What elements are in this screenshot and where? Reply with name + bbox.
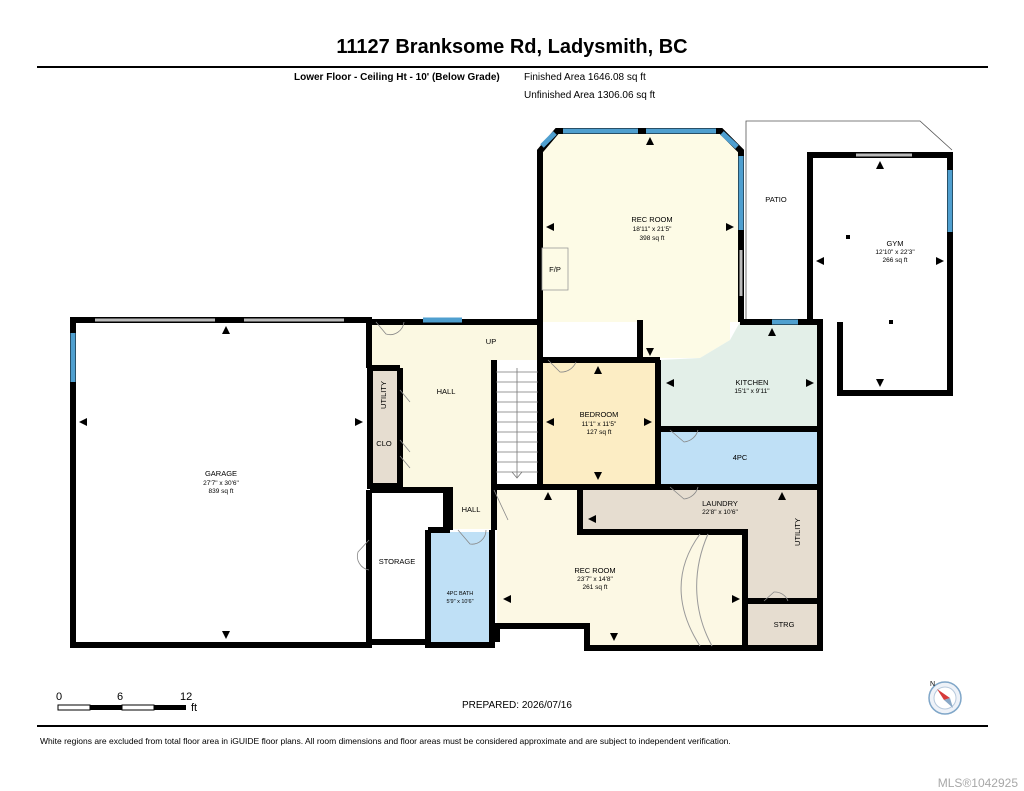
footer-note: White regions are excluded from total fl… xyxy=(40,736,731,746)
bath-dim: 5'9" x 10'6" xyxy=(446,599,473,605)
garage-dim: 27'7" x 30'6" xyxy=(203,480,239,487)
scale-bar xyxy=(57,704,186,711)
laundry-dim: 22'8" x 10'6" xyxy=(702,509,738,516)
kitchen-name: KITCHEN xyxy=(736,378,769,387)
scale-tick-6: 6 xyxy=(117,691,124,703)
kitchen-dim: 15'1" x 9'11" xyxy=(734,388,770,395)
unfinished-area: Unfinished Area 1306.06 sq ft xyxy=(524,90,656,101)
patio-label: PATIO xyxy=(765,195,787,204)
gym-dim: 12'10" x 22'3" xyxy=(875,249,915,256)
curved-stair xyxy=(680,533,713,647)
storage-label: STORAGE xyxy=(379,557,416,566)
strg-fill xyxy=(747,602,820,646)
utility-left-label: UTILITY xyxy=(379,381,388,409)
fp-label: F/P xyxy=(549,265,561,274)
scale-tick-12: 12 xyxy=(180,691,193,703)
garage-name: GARAGE xyxy=(205,469,237,478)
storage-fill xyxy=(371,490,427,640)
windows xyxy=(70,128,953,382)
gym-marker-2 xyxy=(889,320,893,324)
gym-name: GYM xyxy=(886,239,903,248)
bedroom-dim: 11'1" x 11'5" xyxy=(582,421,617,428)
bedroom-fill xyxy=(540,362,658,484)
four-pc-label: 4PC xyxy=(733,453,748,462)
rec-room-lower-area: 261 sq ft xyxy=(583,584,608,591)
header-rule xyxy=(37,66,988,68)
bath-name: 4PC BATH xyxy=(447,591,474,597)
gym-area: 266 sq ft xyxy=(883,257,908,264)
hall-small-label: HALL xyxy=(462,505,481,514)
small-hall-fill xyxy=(450,487,494,529)
mls-watermark: MLS®1042925 xyxy=(937,776,1018,790)
gym-marker-1 xyxy=(846,235,850,239)
garage-area: 839 sq ft xyxy=(209,488,234,495)
clo-label: CLO xyxy=(376,439,392,448)
footer-rule xyxy=(37,725,988,727)
door-swings xyxy=(357,321,789,602)
rec-room-upper-area: 398 sq ft xyxy=(640,235,665,242)
utility-clo-fill xyxy=(370,368,400,484)
utility-right-label: UTILITY xyxy=(793,518,802,546)
kitchen-fill xyxy=(660,322,820,428)
hall-main-label: HALL xyxy=(437,387,456,396)
compass-n-label: N xyxy=(930,681,935,688)
stair-treads xyxy=(496,368,538,479)
rec-room-lower-name: REC ROOM xyxy=(574,566,615,575)
scale-unit: ft xyxy=(191,702,198,714)
patio-outline xyxy=(745,120,953,322)
rec-room-lower-dim: 23'7" x 14'8" xyxy=(577,576,613,583)
stairs-fill xyxy=(494,360,539,485)
rec-room-upper-dim: 18'11" x 21'5" xyxy=(633,226,672,233)
room-labels: REC ROOM 18'11" x 21'5" 398 sq ft F/P PA… xyxy=(203,195,915,629)
rec-room-lower-fill xyxy=(494,487,745,646)
laundry-name: LAUNDRY xyxy=(702,499,738,508)
fireplace xyxy=(541,247,569,291)
bath-fill xyxy=(428,532,492,642)
rec-room-upper-name: REC ROOM xyxy=(631,215,672,224)
openings xyxy=(95,153,912,322)
plan-title: 11127 Branksome Rd, Ladysmith, BC xyxy=(336,36,688,58)
rec-room-upper-fill xyxy=(540,131,741,358)
garage-fill xyxy=(73,320,369,645)
laundry-utility-fill xyxy=(747,488,820,600)
strg-label: STRG xyxy=(774,620,795,629)
bedroom-name: BEDROOM xyxy=(580,410,619,419)
bedroom-area: 127 sq ft xyxy=(587,429,612,436)
finished-area: Finished Area 1646.08 sq ft xyxy=(524,72,646,83)
up-label: UP xyxy=(486,337,496,346)
floor-label: Lower Floor - Ceiling Ht - 10' (Below Gr… xyxy=(294,72,500,83)
scale-tick-0: 0 xyxy=(56,691,63,703)
gym-fill xyxy=(810,155,950,393)
prepared-date: PREPARED: 2026/07/16 xyxy=(462,700,572,711)
walls xyxy=(70,128,953,651)
four-pc-fill xyxy=(660,430,820,484)
compass-icon: N xyxy=(928,681,962,715)
dimension-arrows xyxy=(79,137,944,641)
